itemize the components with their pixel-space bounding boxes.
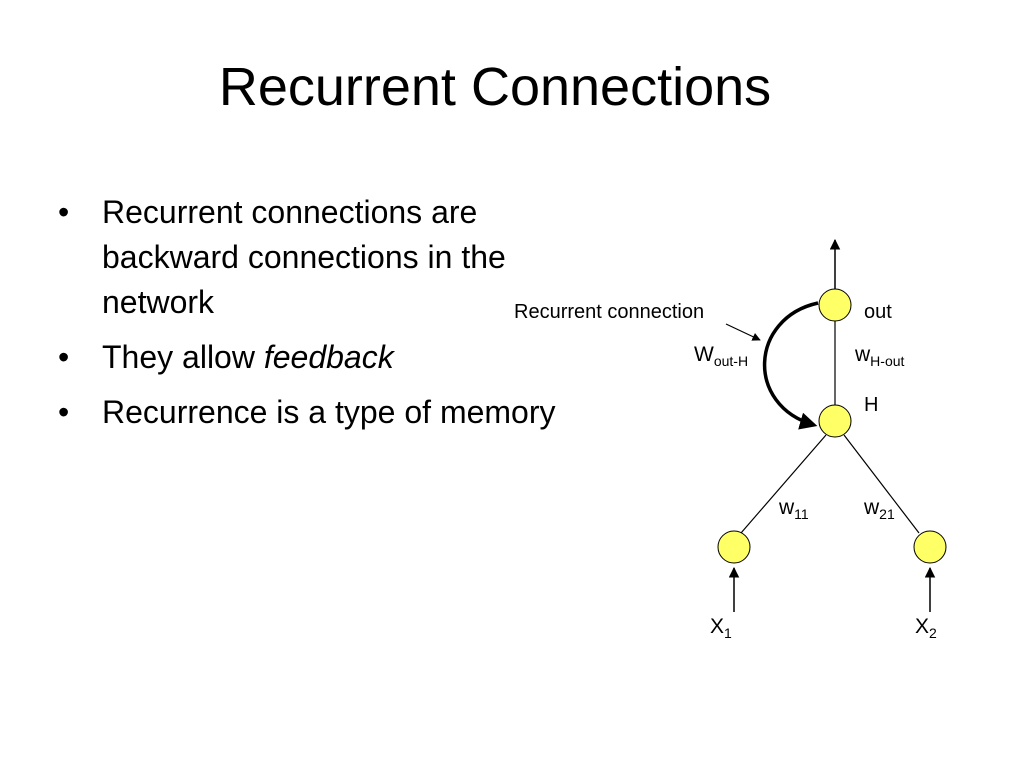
- input-node-x1: [717, 530, 751, 564]
- bullet-list: • Recurrent connections are backward con…: [58, 190, 588, 445]
- w11-label: w11: [778, 496, 809, 522]
- bullet-emphasis: feedback: [263, 339, 394, 375]
- bullet-dot: •: [58, 339, 70, 375]
- bullet-dot: •: [58, 194, 70, 230]
- w21-label: w21: [863, 496, 895, 522]
- w-h-out-sub: H-out: [870, 353, 904, 369]
- bullet-prefix: They allow: [102, 339, 264, 375]
- input-node-x2: [913, 530, 947, 564]
- x1-sub: 1: [724, 625, 732, 641]
- bullet-text: Recurrence is a type of memory: [102, 394, 556, 430]
- w-h-out-main: w: [854, 343, 871, 366]
- x2-sub: 2: [929, 625, 937, 641]
- hidden-label: H: [864, 394, 878, 416]
- w-out-h-sub: out-H: [714, 353, 748, 369]
- edge-x1-h: [740, 434, 827, 534]
- bullet-item: • Recurrent connections are backward con…: [58, 190, 588, 325]
- w11-sub: 11: [794, 506, 809, 522]
- w11-main: w: [778, 496, 795, 519]
- w21-main: w: [863, 496, 880, 519]
- out-label: out: [864, 301, 892, 323]
- w-h-out-label: wH-out: [854, 343, 905, 369]
- slide-title: Recurrent Connections: [218, 57, 772, 117]
- x1-main: X: [710, 615, 724, 638]
- hidden-node: [818, 404, 852, 438]
- w-out-h-label: Wout-H: [694, 343, 748, 369]
- bullet-text: Recurrent connections are backward conne…: [102, 194, 506, 320]
- edge-x2-h: [843, 434, 920, 534]
- output-node: [818, 288, 852, 322]
- bullet-text: They allow feedback: [102, 339, 394, 375]
- bullet-dot: •: [58, 394, 70, 430]
- x1-label: X1: [710, 615, 732, 641]
- x2-label: X2: [915, 615, 937, 641]
- recurrent-connection-label: Recurrent connection: [514, 301, 704, 323]
- x2-main: X: [915, 615, 929, 638]
- w-out-h-main: W: [694, 343, 714, 366]
- w21-sub: 21: [879, 506, 895, 522]
- recurrent-pointer-arrow: [725, 323, 761, 341]
- recurrent-arrow: [762, 301, 819, 430]
- bullet-item: • Recurrence is a type of memory: [58, 390, 588, 435]
- bullet-item: • They allow feedback: [58, 335, 588, 380]
